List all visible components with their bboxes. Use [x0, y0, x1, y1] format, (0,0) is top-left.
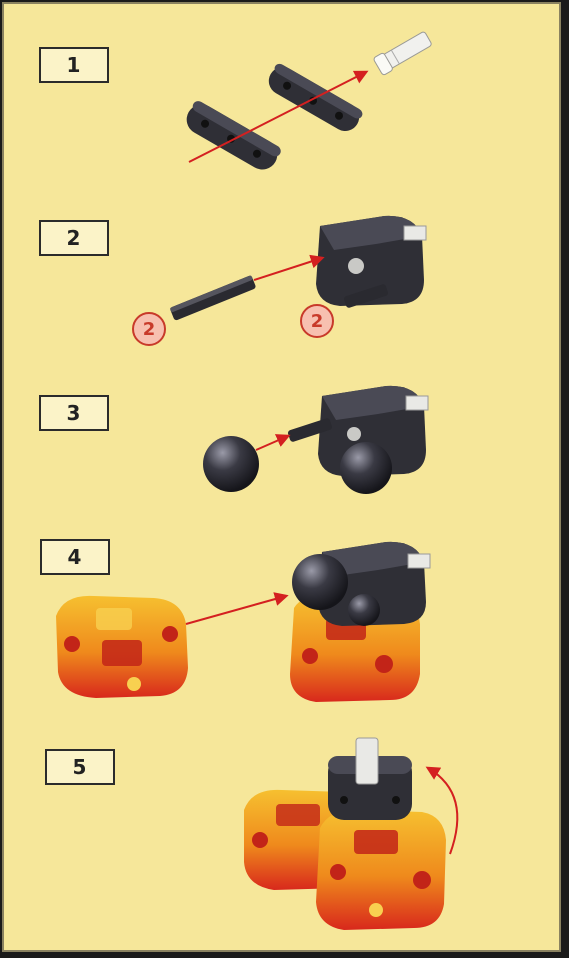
- instruction-page: 1 2 3 4 5 2 2: [2, 2, 561, 952]
- beam-with-ball: [287, 386, 428, 494]
- step-4-illustration: [56, 542, 430, 702]
- ball-joint-loose: [203, 436, 259, 492]
- step-2-illustration: [170, 216, 426, 321]
- axle-pin: [373, 29, 433, 75]
- step-5-illustration: [244, 738, 457, 930]
- orange-connector-loose: [56, 596, 188, 698]
- beam-ball-orange-assembly: [290, 542, 430, 702]
- step-1-illustration: [181, 29, 433, 175]
- beam-vertical: [328, 738, 412, 820]
- assembly-illustrations: [4, 4, 559, 950]
- axle-loose: [170, 275, 257, 321]
- step-3-illustration: [203, 386, 428, 494]
- beam-front: [181, 99, 283, 175]
- beam-assembly: [316, 216, 426, 309]
